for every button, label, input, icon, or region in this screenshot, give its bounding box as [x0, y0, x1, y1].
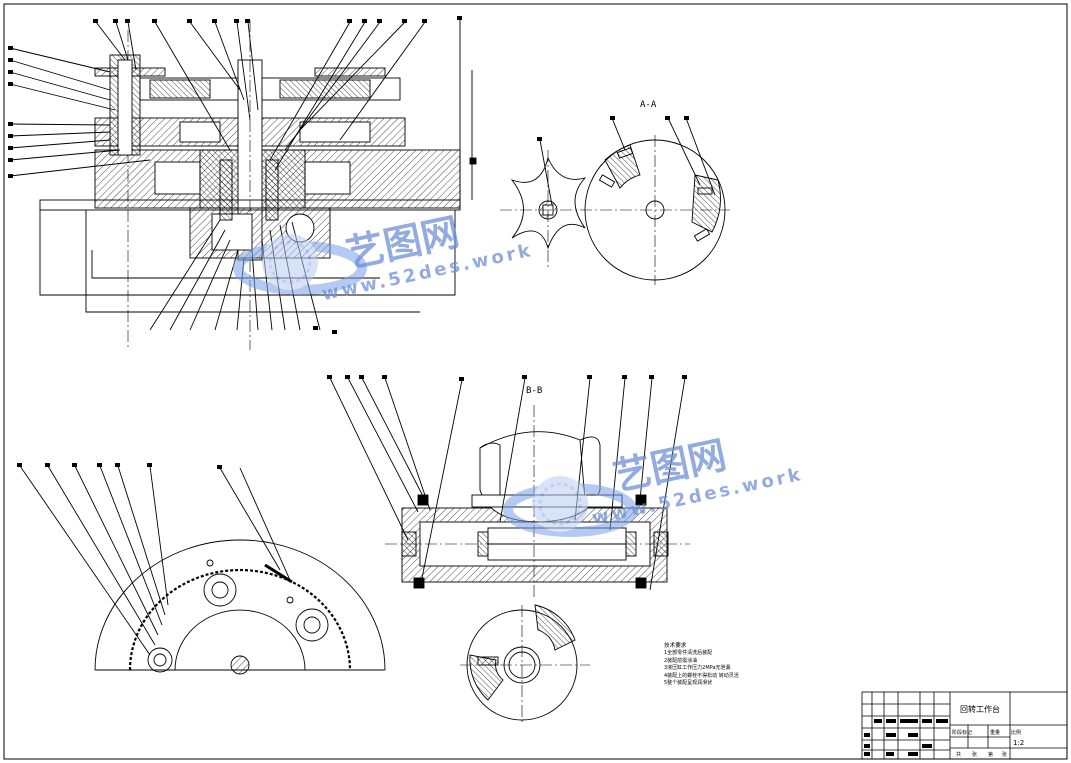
plan-view: [19, 465, 386, 675]
title-block: [861, 691, 1068, 760]
watermark-logo-2: [503, 476, 637, 537]
part-tags-bb: [327, 375, 687, 381]
sheet-index-unit: 张: [1002, 752, 1008, 758]
detail-view: [460, 604, 590, 725]
sheet-index-label: 第: [988, 752, 994, 758]
main-section-view: [9, 18, 477, 350]
tech-note-4: 4装配上的螺栓不得松动 转动灵活: [664, 672, 739, 679]
tech-note-2: 2装配前需涂油: [664, 657, 698, 664]
technical-requirements: 技术要求 1全部零件清洗后装配 2装配前需涂油 3液压缸工作压力2MPa无泄漏 …: [664, 643, 739, 687]
sheet-total-unit: 张: [972, 752, 978, 758]
section-label-b-b: B-B: [526, 386, 543, 396]
watermark-logo-1: [233, 234, 367, 295]
scale-value: 1:2: [1013, 739, 1025, 747]
header-stage-mark: 阶段标记: [952, 730, 973, 736]
tech-notes-title: 技术要求: [664, 643, 687, 649]
sheet-border: [3, 3, 1068, 760]
part-tags-main: [8, 16, 462, 334]
title-block-fills: [864, 719, 948, 756]
drawing-name: 回转工作台: [960, 705, 1000, 714]
header-weight: 重量: [990, 730, 1001, 736]
view-a-a: [500, 117, 730, 285]
part-tags-plan: [17, 463, 222, 469]
header-scale: 比例: [1011, 730, 1022, 736]
tech-note-3: 3液压缸工作压力2MPa无泄漏: [664, 665, 731, 672]
section-label-a-a: A-A: [640, 100, 657, 110]
tech-note-5: 5整个装配呈现润滑状: [664, 680, 713, 687]
part-tags-aa: [537, 116, 689, 141]
tech-note-1: 1全部零件清洗后装配: [664, 650, 713, 657]
sheet-total-label: 共: [956, 752, 962, 758]
